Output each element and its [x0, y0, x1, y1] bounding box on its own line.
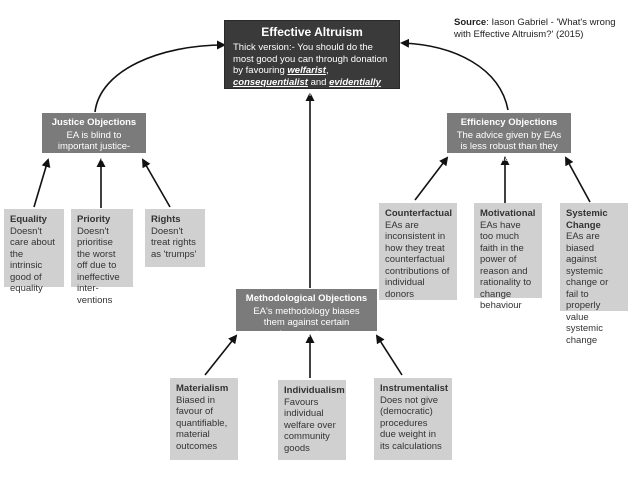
- arrow-instrumentalist-to-methodological: [375, 334, 403, 376]
- counterfactual-box: Counterfactual EAs are inconsistent in h…: [379, 203, 457, 300]
- equality-box: Equality Doesn't care about the intrinsi…: [4, 209, 64, 294]
- effective-altruism-body: Thick version:- You should do the most g…: [233, 42, 388, 100]
- counterfactual-title: Counterfactual: [385, 208, 453, 219]
- methodological-objections-text: EA's methodology biases them against cer…: [253, 305, 360, 340]
- source-label: Source: [454, 17, 487, 28]
- efficiency-objections-title: Efficiency Objections: [460, 117, 558, 128]
- methodological-objections-box: Methodological Objections EA's methodolo…: [236, 289, 377, 340]
- effective-altruism-box: Effective Altruism Thick version:- You s…: [224, 20, 400, 99]
- term-welfarist: welfarist: [287, 65, 326, 76]
- instrumentalist-text: Does not give (democratic) procedures du…: [380, 394, 442, 452]
- source-text: : Iason Gabriel - 'What's wrong with Eff…: [454, 17, 616, 40]
- rights-text: Doesn't treat rights as 'trumps': [151, 225, 197, 260]
- instrumentalist-title: Instrumentalist: [380, 383, 449, 394]
- rights-box: Rights Doesn't treat rights as 'trumps': [145, 209, 205, 267]
- efficiency-objections-text: The advice given by EAs is less robust t…: [456, 129, 562, 164]
- efficiency-objections-box: Efficiency Objections The advice given b…: [447, 113, 571, 164]
- motivational-title: Motivational: [480, 208, 536, 219]
- individualism-box: Individualism Favours individual welfare…: [278, 380, 346, 460]
- systemic-change-text: EAs are biased against systemic change o…: [566, 231, 609, 346]
- priority-box: Priority Doesn't prioritise the worst of…: [71, 209, 133, 306]
- justice-objections-text: EA is blind to important justice-related…: [57, 129, 131, 164]
- justice-objections-box: Justice Objections EA is blind to import…: [42, 113, 146, 164]
- effective-altruism-title: Effective Altruism: [261, 25, 363, 39]
- arrow-justice-to-top: [94, 40, 226, 113]
- systemic-change-box: Systemic Change EAs are biased against s…: [560, 203, 628, 346]
- materialism-title: Materialism: [176, 383, 229, 394]
- systemic-change-title: Systemic Change: [566, 208, 608, 231]
- equality-title: Equality: [10, 214, 47, 225]
- term-consequentialist: consequentialist: [233, 76, 308, 88]
- individualism-title: Individualism: [284, 385, 345, 396]
- counterfactual-text: EAs are inconsistent in how they treat c…: [385, 219, 450, 300]
- arrow-counterfactual-to-efficiency: [414, 156, 449, 201]
- instrumentalist-box: Instrumentalist Does not give (democrati…: [374, 378, 452, 460]
- term-evidentially-robust: evidentially robust: [233, 76, 381, 100]
- motivational-box: Motivational EAs have too much faith in …: [474, 203, 542, 311]
- arrow-equality-to-justice: [33, 158, 51, 208]
- priority-title: Priority: [77, 214, 111, 225]
- materialism-box: Materialism Biased in favour of quantifi…: [170, 378, 238, 460]
- source-citation: Source: Iason Gabriel - 'What's wrong wi…: [454, 17, 634, 41]
- equality-text: Doesn't care about the intrinsic good of…: [10, 225, 55, 295]
- arrow-rights-to-justice: [142, 158, 171, 208]
- arrow-materialism-to-methodological: [204, 334, 238, 376]
- rights-title: Rights: [151, 214, 181, 225]
- justice-objections-title: Justice Objections: [51, 117, 137, 128]
- materialism-text: Biased in favour of quantifiable, materi…: [176, 394, 228, 452]
- individualism-text: Favours individual welfare over communit…: [284, 396, 336, 454]
- arrow-systemic-to-efficiency: [565, 156, 591, 203]
- motivational-text: EAs have too much faith in the power of …: [480, 219, 532, 312]
- priority-text: Doesn't prioritise the worst off due to …: [77, 225, 120, 306]
- methodological-objections-title: Methodological Objections: [245, 293, 368, 304]
- arrow-efficiency-to-top: [400, 38, 509, 111]
